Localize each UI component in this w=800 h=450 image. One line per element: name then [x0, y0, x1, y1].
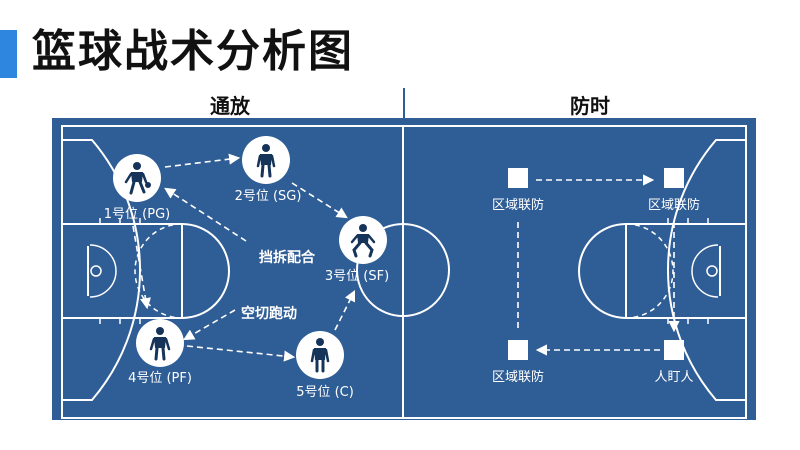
player-sg-label: 2号位 (SG)	[235, 189, 302, 204]
defender-3-marker	[508, 340, 528, 360]
annotation-screen: 挡拆配合	[259, 249, 316, 266]
left-free-throw-arc-dashed	[134, 223, 183, 319]
player-sf-label: 3号位 (SF)	[325, 269, 389, 284]
center-circle	[356, 223, 450, 317]
defender-2-marker	[664, 168, 684, 188]
player-sf-icon	[350, 224, 376, 258]
right-paint	[625, 223, 747, 319]
offense-title: 通放	[210, 94, 250, 118]
title-divider	[403, 88, 405, 118]
player-c-label: 5号位 (C)	[296, 385, 354, 400]
right-free-throw-arc-dashed	[625, 223, 674, 319]
defense-title: 防时	[570, 94, 610, 118]
defense-arrows	[517, 174, 680, 356]
page-title: 篮球战术分析图	[32, 26, 354, 77]
arrow-c-to-sf	[334, 289, 356, 331]
player-pg-icon	[124, 162, 151, 195]
left-paint	[61, 223, 183, 319]
offense-players: 1号位 (PG) 2号位 (SG) 3号位 (SF)	[104, 136, 389, 400]
annotation-cut: 空切跑动	[241, 305, 297, 322]
defender-4-label: 人盯人	[654, 370, 693, 385]
defender-2-label: 区域联防	[648, 197, 700, 213]
defender-1-marker	[508, 168, 528, 188]
arrow-pg-to-sg	[164, 153, 241, 168]
arrow-pg-to-pf	[132, 225, 151, 310]
right-restricted-area	[691, 244, 719, 298]
arrow-pf-to-c	[186, 345, 296, 362]
player-sg: 2号位 (SG)	[235, 136, 302, 204]
arrow-screen-to-pg	[164, 187, 247, 242]
defender-3-label: 区域联防	[492, 369, 544, 385]
defender-4-marker	[664, 340, 684, 360]
offense-arrows	[132, 153, 356, 362]
right-free-throw-arc	[578, 223, 627, 319]
player-sg-icon	[256, 144, 276, 178]
right-rim	[706, 265, 718, 277]
arrow-sg-to-sf	[291, 182, 348, 219]
left-rim	[90, 265, 102, 277]
player-c: 5号位 (C)	[296, 331, 354, 400]
player-pg-label: 1号位 (PG)	[104, 207, 170, 222]
player-sf: 3号位 (SF)	[325, 216, 389, 284]
defense-positions: 区域联防 区域联防 区域联防 人盯人	[492, 168, 700, 385]
player-c-icon	[310, 338, 330, 373]
title-accent-bar	[0, 30, 17, 78]
right-three-point-line	[667, 139, 746, 401]
player-pf-icon	[149, 327, 171, 361]
left-restricted-area	[89, 244, 117, 298]
player-pg: 1号位 (PG)	[104, 154, 170, 222]
player-pf-label: 4号位 (PF)	[128, 371, 192, 386]
player-pf: 4号位 (PF)	[128, 319, 192, 386]
left-free-throw-arc	[181, 223, 230, 319]
defender-1-label: 区域联防	[492, 197, 544, 213]
